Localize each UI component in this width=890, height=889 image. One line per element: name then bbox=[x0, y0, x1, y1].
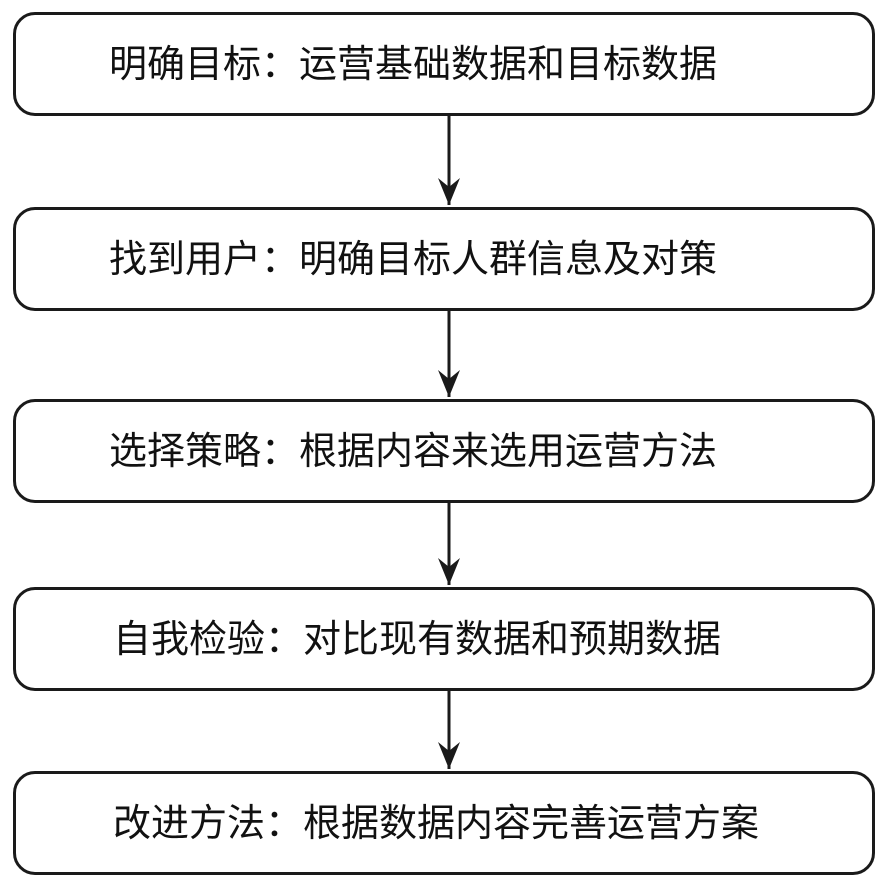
step-box-improve-method: 改进方法：根据数据内容完善运营方案 bbox=[13, 771, 875, 875]
step-box-self-check: 自我检验：对比现有数据和预期数据 bbox=[13, 587, 875, 691]
step-label-choose-strategy: 选择策略：根据内容来选用运营方法 bbox=[109, 429, 718, 473]
arrowhead-2 bbox=[438, 370, 460, 397]
step-box-choose-strategy: 选择策略：根据内容来选用运营方法 bbox=[13, 399, 875, 503]
step-label-self-check: 自我检验：对比现有数据和预期数据 bbox=[113, 617, 722, 661]
step-label-find-users: 找到用户：明确目标人群信息及对策 bbox=[109, 237, 718, 281]
step-box-define-goals: 明确目标：运营基础数据和目标数据 bbox=[13, 12, 875, 116]
step-label-improve-method: 改进方法：根据数据内容完善运营方案 bbox=[113, 801, 760, 845]
step-box-find-users: 找到用户：明确目标人群信息及对策 bbox=[13, 207, 875, 311]
step-label-define-goals: 明确目标：运营基础数据和目标数据 bbox=[109, 42, 718, 86]
arrowhead-4 bbox=[438, 742, 460, 769]
arrowhead-1 bbox=[438, 178, 460, 205]
arrowhead-3 bbox=[438, 558, 460, 585]
